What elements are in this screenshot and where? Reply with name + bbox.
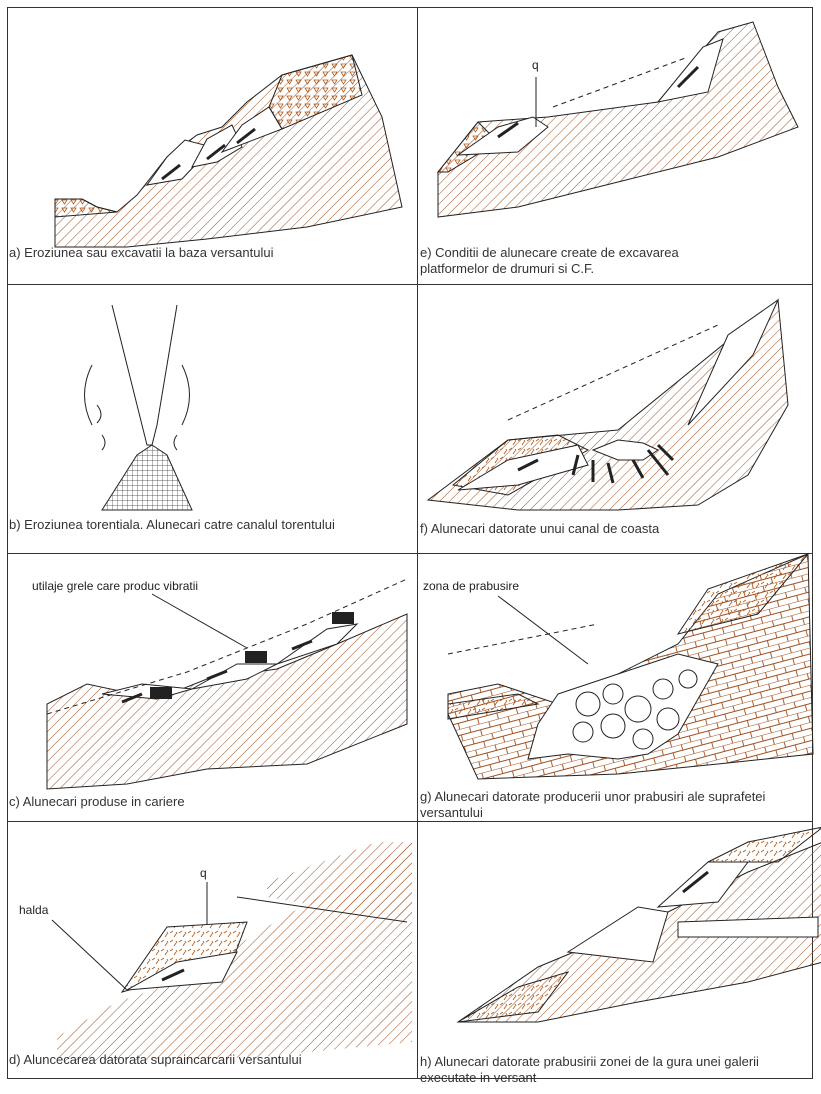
label-q-e: q — [532, 58, 539, 72]
caption-a: a) Eroziunea sau excavatii la baza versa… — [9, 245, 299, 261]
label-zona: zona de prabusire — [423, 579, 519, 593]
panel-c: utilaje grele care produc vibratii c) Al… — [7, 554, 417, 822]
label-q-d: q — [200, 866, 207, 880]
panel-f: f) Alunecari datorate unui canal de coas… — [418, 285, 821, 553]
panel-e-diagram: q — [418, 7, 821, 275]
panel-h-diagram — [418, 822, 821, 1090]
label-halda: halda — [19, 903, 49, 917]
caption-c: c) Alunecari produse in cariere — [9, 794, 389, 810]
caption-b: b) Eroziunea torentiala. Alunecari catre… — [9, 517, 389, 533]
caption-f: f) Alunecari datorate unui canal de coas… — [420, 521, 800, 537]
panel-e: q e) Conditii de alunecare create de exc… — [418, 7, 821, 275]
panel-a-diagram — [7, 7, 417, 275]
panel-g-diagram: zona de prabusire — [418, 554, 821, 822]
panel-g: zona de prabusire g) Alunecari datorate … — [418, 554, 821, 822]
label-vibratii: utilaje grele care produc vibratii — [32, 579, 198, 593]
panel-f-diagram — [418, 285, 821, 553]
panel-b: b) Eroziunea torentiala. Alunecari catre… — [7, 285, 417, 553]
caption-d: d) Aluncecarea datorata supraincarcarii … — [9, 1052, 409, 1068]
caption-g: g) Alunecari datorate producerii unor pr… — [420, 789, 810, 821]
panel-c-diagram: utilaje grele care produc vibratii — [7, 554, 417, 822]
panel-h: h) Alunecari datorate prabusirii zonei d… — [418, 822, 821, 1090]
panel-a: a) Eroziunea sau excavatii la baza versa… — [7, 7, 417, 275]
caption-e: e) Conditii de alunecare create de excav… — [420, 245, 750, 277]
panel-d-diagram: q halda — [7, 822, 417, 1090]
panel-d: q halda d) Aluncecarea datorata suprainc… — [7, 822, 417, 1090]
caption-h: h) Alunecari datorate prabusirii zonei d… — [420, 1054, 780, 1086]
panel-b-diagram — [7, 285, 417, 553]
